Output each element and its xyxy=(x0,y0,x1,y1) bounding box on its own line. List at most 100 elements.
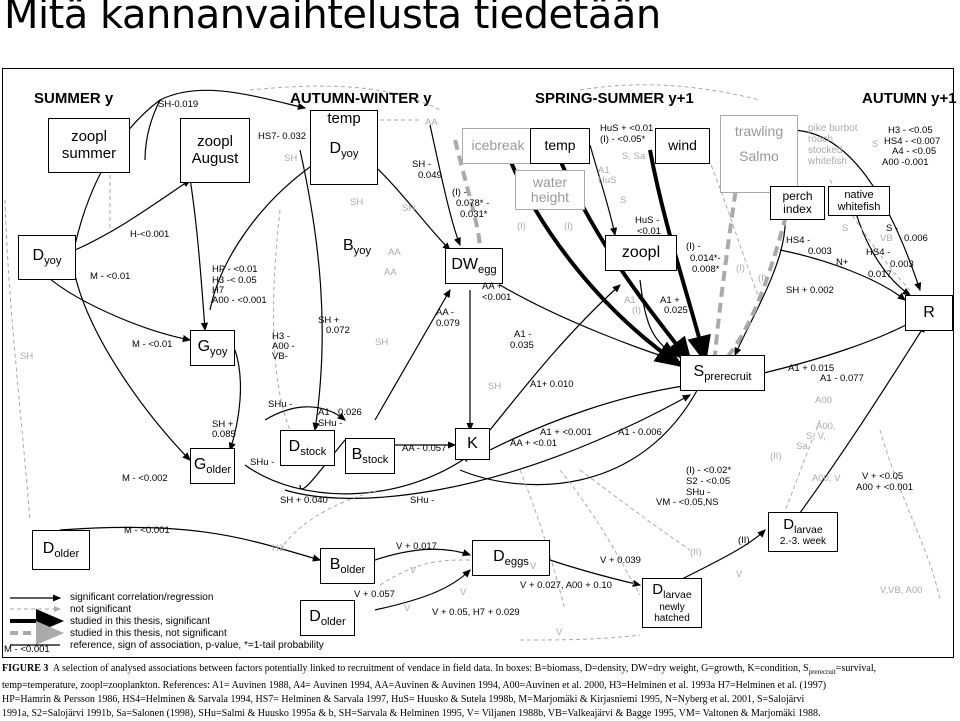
assoc-label: SH xyxy=(350,197,364,208)
d-larvae-hatched-label: Dlarvae xyxy=(652,581,692,602)
assoc-label: V xyxy=(556,627,563,638)
assoc-label: V + 0.05, H7 + 0.029 xyxy=(432,607,520,618)
dw-egg-label: DWegg xyxy=(451,255,497,276)
assoc-label: SHu - xyxy=(318,418,343,429)
assoc-label: SH xyxy=(375,337,389,348)
b-stock-label: Bstock xyxy=(351,445,389,466)
assoc-label: (I) - xyxy=(452,187,467,198)
assoc-label: 0.014*- xyxy=(690,253,721,264)
b-older-label: Bolder xyxy=(329,555,366,576)
assoc-label: A00 xyxy=(815,395,832,406)
trawling-label: trawling xyxy=(734,123,784,139)
assoc-label: HS4 - xyxy=(786,235,811,246)
assoc-label: Sa xyxy=(796,441,808,452)
dw-egg-box: DWegg xyxy=(445,248,503,284)
assoc-label: (I) xyxy=(736,263,745,274)
assoc-label: M - <0.01 xyxy=(90,271,131,282)
assoc-label: (I) - <0.05* xyxy=(600,134,646,145)
assoc-label: <0.001 xyxy=(482,292,512,303)
temp2-box: temp xyxy=(530,128,590,164)
temp2-label: temp xyxy=(544,137,576,154)
assoc-label: V xyxy=(404,603,411,614)
assoc-label: SH + 0.002 xyxy=(786,285,834,296)
assoc-label: HP - <0.01 xyxy=(212,264,258,275)
assoc-label: V xyxy=(530,561,537,572)
icebreak-label: icebreak xyxy=(471,137,525,154)
g-yoy-label: Gyoy xyxy=(197,337,228,358)
assoc-label: 0.072 xyxy=(326,325,350,336)
assoc-label: AA + xyxy=(482,281,503,292)
assoc-label: SH xyxy=(488,381,502,392)
pike-stocked-label: pike burbot roach stocked whitefish xyxy=(808,123,858,167)
assoc-label: 0.031* xyxy=(460,209,488,220)
assoc-label: N+ xyxy=(836,257,849,268)
assoc-label: 0.085 xyxy=(212,429,236,440)
assoc-label: A1 xyxy=(624,295,636,306)
assoc-label: SH + 0.040 xyxy=(280,495,328,506)
assoc-label: 0.006 xyxy=(904,233,928,244)
assoc-label: V xyxy=(460,587,467,598)
assoc-label: HuS - xyxy=(635,215,660,226)
assoc-label: 0.003 xyxy=(890,259,914,270)
assoc-label: A1 + <0.001 xyxy=(540,427,592,438)
assoc-label: A1 xyxy=(598,165,610,176)
temp-box: temp Dyoy xyxy=(310,110,378,185)
k-box: K xyxy=(455,428,490,460)
d-older2-box: Dolder xyxy=(300,600,355,636)
assoc-label: V + 0.027, A00 + 0.10 xyxy=(520,580,612,591)
zoopl2-box: zoopl xyxy=(605,235,677,271)
assoc-label: HS7- 0.032 xyxy=(258,131,307,142)
assoc-label: 0.078* - xyxy=(456,198,490,209)
b-yoy-label: Byoy xyxy=(342,236,372,257)
d-eggs-box: Deggs xyxy=(472,540,550,576)
legend-item: significant correlation/regression xyxy=(70,592,214,603)
native-whitefish-label: native whitefish xyxy=(837,188,881,213)
g-older-box: Golder xyxy=(190,448,235,484)
assoc-label: SH + xyxy=(212,419,234,430)
assoc-label: (I) - <0.02* xyxy=(686,465,732,476)
assoc-label: SHu - xyxy=(686,487,711,498)
figure-caption: FIGURE 3 A selection of analysed associa… xyxy=(2,662,957,721)
s-prerecruit-box: Sprerecruit xyxy=(680,355,765,391)
assoc-label: 0.017 xyxy=(868,269,892,280)
assoc-label: M - <0.01 xyxy=(132,339,173,350)
assoc-label: V xyxy=(736,569,743,580)
assoc-label: VB- xyxy=(272,351,288,362)
assoc-label: A00 - xyxy=(272,341,295,352)
assoc-label: VM - <0.05,NS xyxy=(656,497,719,508)
assoc-label: AA - 0.057 xyxy=(402,443,447,454)
assoc-label: SHu - xyxy=(410,495,435,506)
assoc-label: A1 - 0.006 xyxy=(618,427,662,438)
assoc-label: A00, V xyxy=(812,473,841,484)
water-height-label: water height xyxy=(530,173,570,205)
assoc-label: S xyxy=(620,195,627,206)
assoc-label: V + 0.017 xyxy=(396,541,437,552)
zoopl-summer-label: zoopl summer xyxy=(61,128,117,162)
k-label: K xyxy=(467,435,478,453)
assoc-label: M - <0.002 xyxy=(122,473,168,484)
assoc-label: (II) xyxy=(738,535,750,546)
assoc-label: HS4 - xyxy=(866,247,891,258)
assoc-label: (I) xyxy=(564,221,573,232)
caption-line-2: temp=temperature, zoopl=zooplankton. Ref… xyxy=(2,680,827,691)
assoc-label: A4 - <0.05 xyxy=(892,146,937,157)
wind-label: wind xyxy=(668,137,697,154)
assoc-label: AA xyxy=(388,247,401,258)
assoc-label: S - xyxy=(886,223,899,234)
zoopl-summer-box: zoopl summer xyxy=(48,118,130,173)
d-stock-label: Dstock xyxy=(288,437,327,458)
assoc-label: (I) xyxy=(632,305,641,316)
assoc-label: V,VB, A00 xyxy=(880,585,923,596)
assoc-label: VB xyxy=(880,233,893,244)
assoc-label: A1 + xyxy=(660,295,680,306)
g-older-label: Golder xyxy=(193,455,232,476)
assoc-label: S xyxy=(872,139,879,150)
assoc-label: V + 0.039 xyxy=(600,555,641,566)
assoc-label: A1 - xyxy=(514,329,532,340)
d-larvae-week-note: 2.-3. week xyxy=(779,536,827,548)
assoc-label: <0.01 xyxy=(637,226,662,237)
assoc-label: SH xyxy=(402,203,416,214)
d-larvae-week-label: Dlarvae xyxy=(783,515,823,536)
assoc-label: A1 - 0.077 xyxy=(820,373,864,384)
